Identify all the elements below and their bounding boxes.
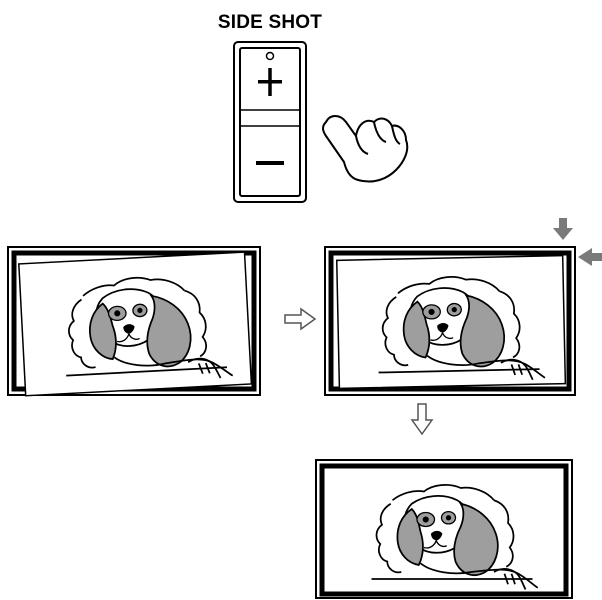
minus-button[interactable] <box>256 161 284 165</box>
panel-after <box>316 460 572 598</box>
panel-before <box>8 247 260 396</box>
adjust-arrow-left-icon <box>578 248 602 266</box>
flow-arrow-right-icon <box>285 309 315 329</box>
adjust-arrow-down-icon <box>553 218 573 240</box>
pointing-hand-icon <box>323 116 407 182</box>
indicator-dot-icon <box>267 53 274 60</box>
side-shot-control <box>234 42 306 202</box>
panel-adjusting <box>325 247 575 395</box>
flow-arrow-down-icon <box>412 404 432 434</box>
minus-icon <box>256 161 284 165</box>
